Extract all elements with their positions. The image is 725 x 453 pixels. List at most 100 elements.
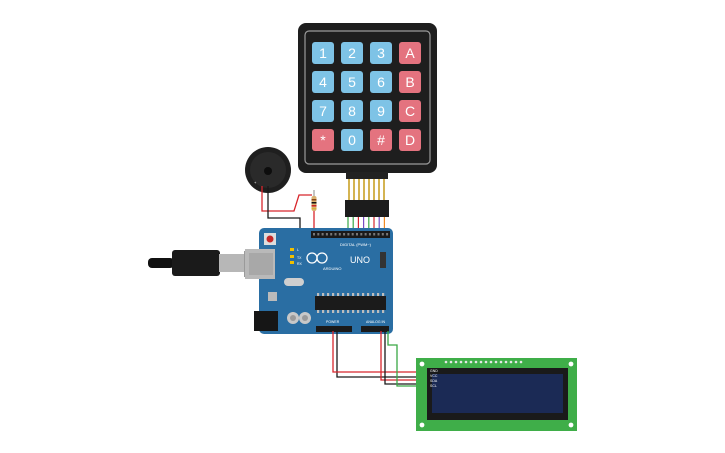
arduino-uno-board[interactable]: DIGITAL (PWM~) UNO ARDUINO TX RX L POWER… xyxy=(245,228,393,334)
chip-pin xyxy=(347,293,350,296)
wire-lcd-gnd xyxy=(336,331,421,378)
keypad-key-cap xyxy=(370,129,392,151)
keypad-key[interactable]: 2 xyxy=(341,42,363,64)
chip-pin xyxy=(332,293,335,296)
chip-pin xyxy=(372,293,375,296)
keypad-key-label: 1 xyxy=(319,45,327,61)
chip-pin xyxy=(337,310,340,313)
keypad-key-label: 7 xyxy=(319,103,327,119)
header-pin xyxy=(330,233,333,236)
tx-label: TX xyxy=(297,256,302,260)
analog-label: ANALOG IN xyxy=(366,320,386,324)
chip-pin xyxy=(352,293,355,296)
keypad-key[interactable]: # xyxy=(370,129,392,151)
keypad-key-cap xyxy=(341,100,363,122)
header-pin xyxy=(360,233,363,236)
header-pin xyxy=(313,233,315,236)
lcd-pin xyxy=(469,360,473,364)
lcd-pin xyxy=(499,360,503,364)
keypad-key[interactable]: 6 xyxy=(370,71,392,93)
header-pin xyxy=(334,233,337,236)
power-jack xyxy=(254,311,278,331)
crystal xyxy=(284,278,304,286)
chip-pin xyxy=(332,310,335,313)
keypad-key[interactable]: B xyxy=(399,71,421,93)
chip-pin xyxy=(337,293,340,296)
keypad-ribbon-cable xyxy=(345,172,389,233)
lcd-16x2-i2c[interactable]: GND VCC SDA SCL xyxy=(416,358,577,431)
wire-lcd-scl xyxy=(387,331,421,387)
lcd-pin xyxy=(519,360,523,364)
keypad-key-cap xyxy=(341,42,363,64)
atmega-chip xyxy=(315,296,386,310)
svg-text:+: + xyxy=(254,180,257,185)
header-pin xyxy=(338,233,341,236)
keypad-key[interactable]: 4 xyxy=(312,71,334,93)
keypad-key[interactable]: C xyxy=(399,100,421,122)
keypad-key[interactable]: 7 xyxy=(312,100,334,122)
header-pin xyxy=(377,233,380,236)
keypad-key-cap xyxy=(312,71,334,93)
header-pin xyxy=(364,233,367,236)
digital-header xyxy=(311,231,390,238)
lcd-pin xyxy=(514,360,518,364)
chip-pin xyxy=(342,310,345,313)
lcd-pin-label: VCC xyxy=(430,374,438,378)
chip-pin xyxy=(357,293,360,296)
chip-pin xyxy=(327,310,330,313)
chip-pin xyxy=(357,310,360,313)
lcd-pin xyxy=(474,360,478,364)
header-pin xyxy=(373,233,376,236)
chip-pin xyxy=(377,310,380,313)
keypad-key[interactable]: 9 xyxy=(370,100,392,122)
keypad-key[interactable]: 1 xyxy=(312,42,334,64)
keypad-key-label: 8 xyxy=(348,103,356,119)
keypad-key-label: 5 xyxy=(348,74,356,90)
lcd-pin xyxy=(459,360,463,364)
header-pin xyxy=(317,233,320,236)
keypad-key-cap xyxy=(399,71,421,93)
header-pin xyxy=(351,233,354,236)
power-header xyxy=(316,326,352,332)
keypad-key-cap xyxy=(370,71,392,93)
lcd-pin xyxy=(444,360,448,364)
keypad-key-cap xyxy=(399,100,421,122)
keypad-key[interactable]: 8 xyxy=(341,100,363,122)
chip-pin xyxy=(367,293,370,296)
keypad-key[interactable]: D xyxy=(399,129,421,151)
lcd-pin-label: GND xyxy=(430,369,438,373)
lcd-pin xyxy=(509,360,513,364)
keypad-key-label: * xyxy=(320,132,326,148)
keypad-key-label: 6 xyxy=(377,74,385,90)
keypad-key-label: B xyxy=(405,74,414,90)
wire-buzzer-black xyxy=(267,186,301,234)
wires-top xyxy=(261,186,315,234)
lcd-pin-label: SCL xyxy=(430,384,437,388)
keypad-key[interactable]: 0 xyxy=(341,129,363,151)
board-model: UNO xyxy=(350,255,370,265)
keypad-key[interactable]: 5 xyxy=(341,71,363,93)
keypad-connector xyxy=(345,200,389,217)
keypad-key-cap xyxy=(341,71,363,93)
header-pin xyxy=(325,233,328,236)
keypad-key-label: 0 xyxy=(348,132,356,148)
keypad-key-cap xyxy=(312,129,334,151)
header-pin xyxy=(356,233,358,236)
arduino-logo xyxy=(306,252,328,264)
keypad-key-cap xyxy=(370,100,392,122)
wires-bottom xyxy=(332,331,421,387)
keypad-key[interactable]: 3 xyxy=(370,42,392,64)
chip-pin xyxy=(317,310,320,313)
lcd-pin xyxy=(449,360,453,364)
l-label: L xyxy=(297,248,299,252)
keypad-key[interactable]: * xyxy=(312,129,334,151)
piezo-buzzer[interactable]: + xyxy=(245,147,291,193)
keypad-key[interactable]: A xyxy=(399,42,421,64)
board-brand: ARDUINO xyxy=(323,266,341,271)
chip-pin xyxy=(377,293,380,296)
keypad-key-label: 3 xyxy=(377,45,385,61)
analog-header xyxy=(361,326,389,332)
lcd-pin xyxy=(464,360,468,364)
